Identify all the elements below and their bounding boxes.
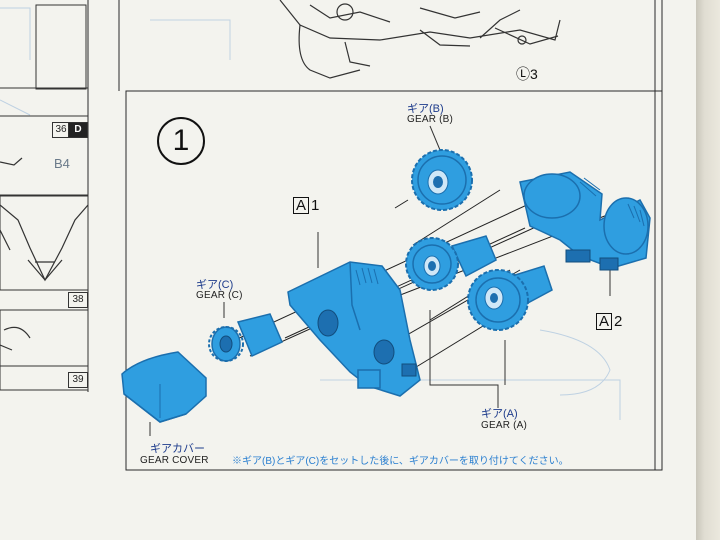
gear-housing-a2-part — [519, 171, 651, 271]
gear-a-label-jp: ギア(A) — [481, 408, 518, 420]
gear-b-label-jp: ギア(B) — [407, 103, 444, 115]
gear-b-label-en: GEAR (B) — [407, 114, 454, 125]
part-ref-a2-number: 2 — [614, 313, 623, 330]
left-robot-sketch — [0, 157, 89, 351]
step-number: 1 — [157, 117, 205, 165]
gear-b-part — [411, 149, 473, 211]
gear-cover-label-en: GEAR COVER — [140, 455, 209, 466]
gear-c-part — [208, 313, 283, 362]
part-ref-l3: Ⓛ3 — [516, 66, 538, 82]
gear-c-label-jp: ギア(C) — [196, 279, 234, 291]
gear-cover-part — [121, 351, 207, 423]
page-edge-shadow — [696, 0, 720, 540]
gear-cover-label-jp: ギアカバー — [150, 443, 205, 455]
assembly-note: ※ギア(B)とギア(C)をセットした後に、ギアカバーを取り付けてください。 — [232, 456, 569, 467]
part-ref-a1-letter: A — [293, 197, 310, 214]
gear-a-label-en: GEAR (A) — [481, 420, 528, 431]
gear-a-lower-part — [467, 265, 553, 331]
runner-frame-fragments — [0, 4, 89, 391]
runner-tag-b4: B4 — [54, 156, 70, 171]
gear-c-label-en: GEAR (C) — [196, 290, 243, 301]
gear-a-upper-part — [405, 235, 497, 291]
runner-tag-39: 39 — [68, 372, 88, 388]
runner-tag-38: 38 — [68, 292, 88, 308]
part-ref-a1-number: 1 — [311, 197, 320, 214]
top-robot-sketch — [279, 0, 561, 79]
gear-housing-a1-part — [287, 261, 421, 397]
part-ref-a2-letter: A — [596, 313, 613, 330]
runner-tag-d: D — [68, 122, 88, 138]
